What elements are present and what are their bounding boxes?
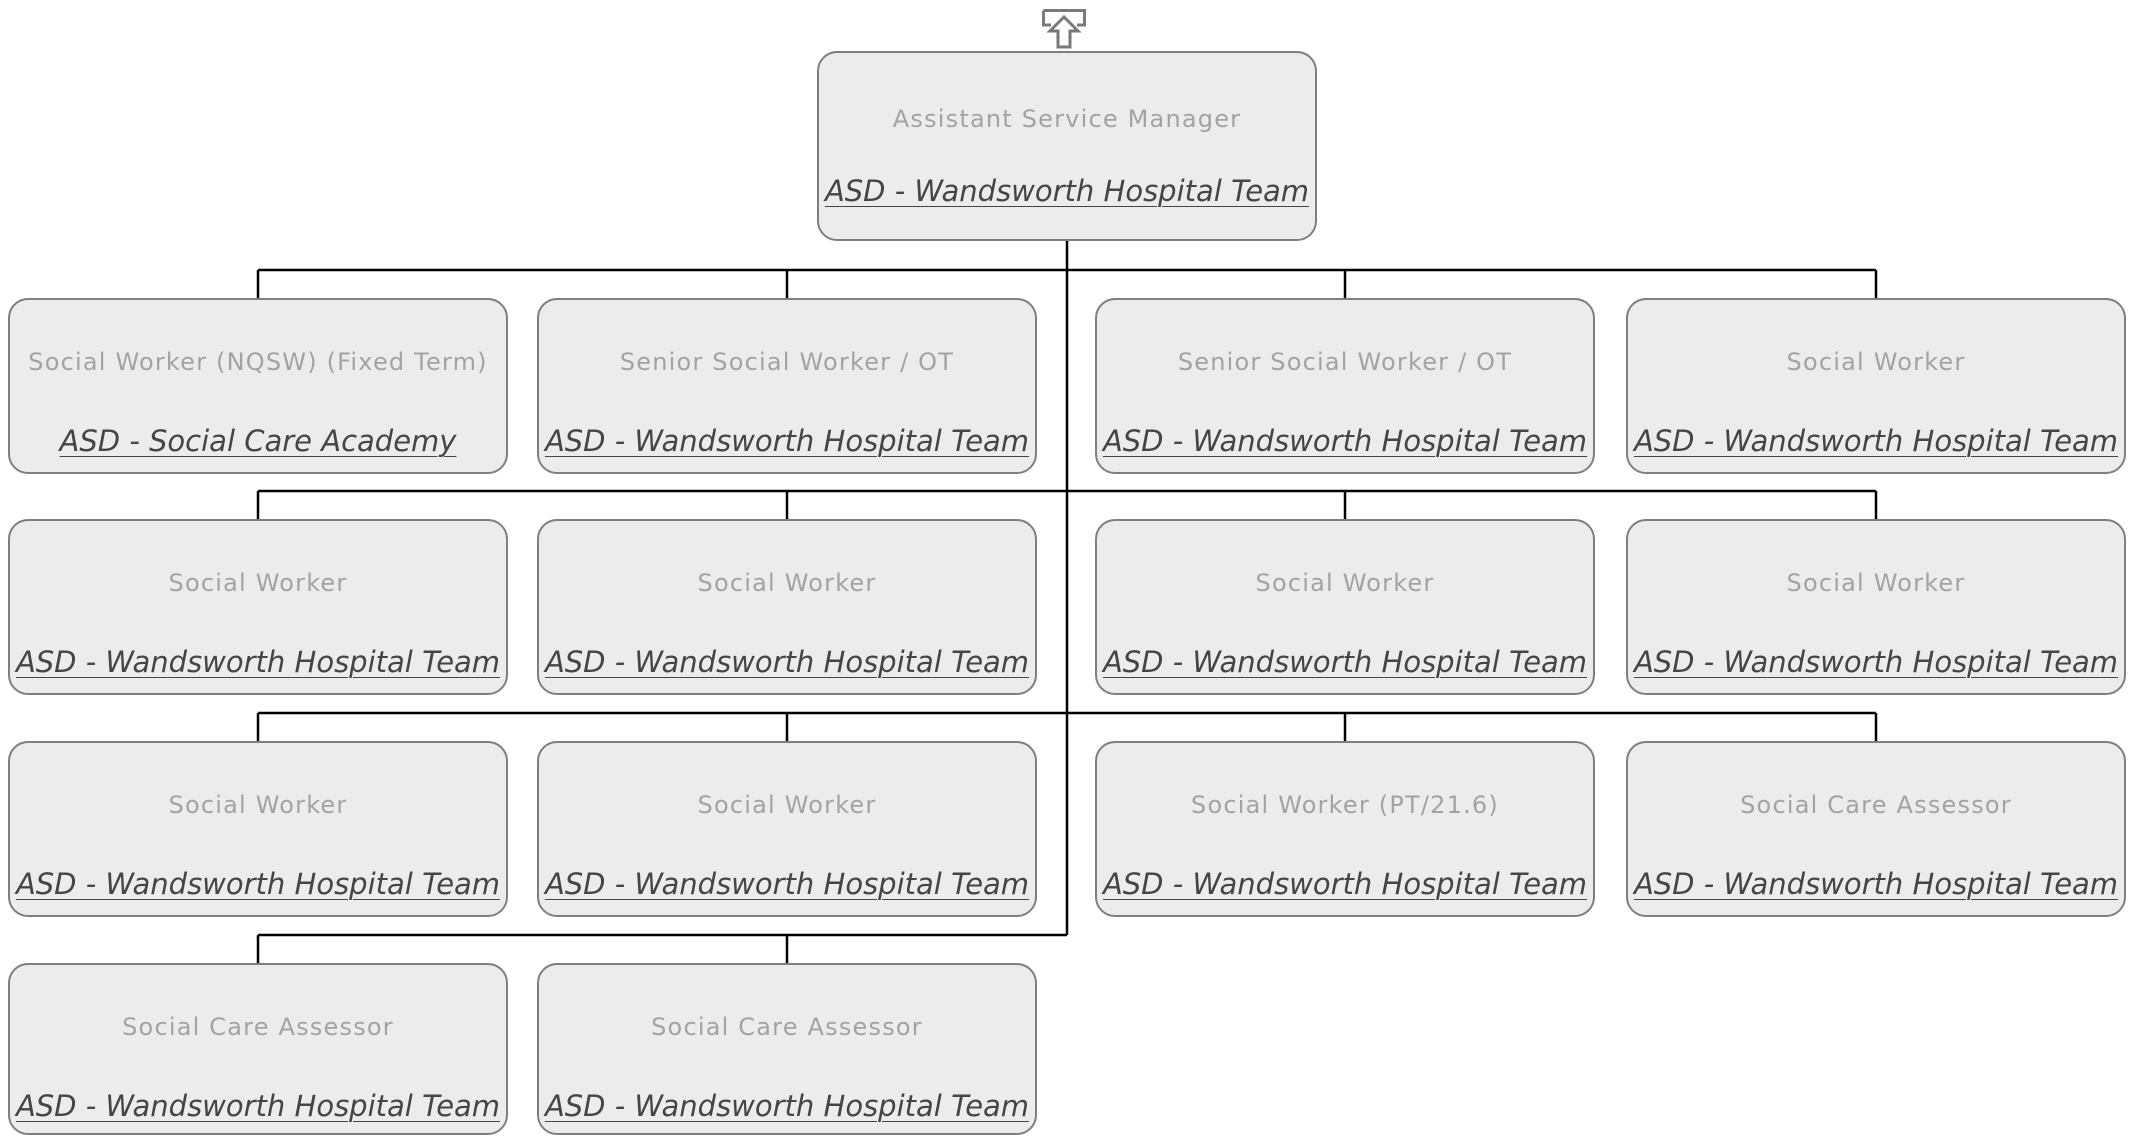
report-node[interactable]: Social Care Assessor ASD - Wandsworth Ho…	[537, 963, 1037, 1135]
node-title: Social Worker	[697, 791, 877, 819]
node-title: Social Care Assessor	[1740, 791, 2012, 819]
node-title: Assistant Service Manager	[892, 105, 1242, 133]
node-title: Social Worker	[168, 791, 348, 819]
report-node[interactable]: Social Care Assessor ASD - Wandsworth Ho…	[8, 963, 508, 1135]
node-title: Social Care Assessor	[651, 1013, 923, 1041]
node-department-link[interactable]: ASD - Wandsworth Hospital Team	[544, 1089, 1030, 1123]
node-department-link[interactable]: ASD - Wandsworth Hospital Team	[544, 645, 1030, 679]
report-node[interactable]: Social Care Assessor ASD - Wandsworth Ho…	[1626, 741, 2126, 917]
node-department-link[interactable]: ASD - Wandsworth Hospital Team	[824, 174, 1310, 208]
node-title: Social Worker	[168, 569, 348, 597]
node-title: Social Worker	[1786, 569, 1966, 597]
node-title: Social Worker	[697, 569, 877, 597]
node-department-link[interactable]: ASD - Wandsworth Hospital Team	[544, 424, 1030, 458]
report-node[interactable]: Social Worker ASD - Wandsworth Hospital …	[537, 519, 1037, 695]
node-department-link[interactable]: ASD - Wandsworth Hospital Team	[1633, 867, 2119, 901]
node-title: Social Worker (NQSW) (Fixed Term)	[28, 348, 488, 376]
report-node[interactable]: Social Worker (NQSW) (Fixed Term) ASD - …	[8, 298, 508, 474]
report-node[interactable]: Senior Social Worker / OT ASD - Wandswor…	[537, 298, 1037, 474]
node-department-link[interactable]: ASD - Wandsworth Hospital Team	[15, 867, 501, 901]
up-arrow-icon[interactable]	[1042, 9, 1086, 49]
report-node[interactable]: Senior Social Worker / OT ASD - Wandswor…	[1095, 298, 1595, 474]
report-node[interactable]: Social Worker ASD - Wandsworth Hospital …	[537, 741, 1037, 917]
node-title: Social Worker	[1255, 569, 1435, 597]
node-title: Social Worker	[1786, 348, 1966, 376]
node-department-link[interactable]: ASD - Wandsworth Hospital Team	[1633, 424, 2119, 458]
node-title: Senior Social Worker / OT	[619, 348, 955, 376]
node-department-link[interactable]: ASD - Wandsworth Hospital Team	[1102, 424, 1588, 458]
node-department-link[interactable]: ASD - Wandsworth Hospital Team	[1102, 645, 1588, 679]
node-department-link[interactable]: ASD - Wandsworth Hospital Team	[1633, 645, 2119, 679]
node-title: Social Care Assessor	[122, 1013, 394, 1041]
node-department-link[interactable]: ASD - Wandsworth Hospital Team	[15, 645, 501, 679]
node-department-link[interactable]: ASD - Wandsworth Hospital Team	[544, 867, 1030, 901]
report-node[interactable]: Social Worker (PT/21.6) ASD - Wandsworth…	[1095, 741, 1595, 917]
report-node[interactable]: Social Worker ASD - Wandsworth Hospital …	[8, 741, 508, 917]
node-title: Senior Social Worker / OT	[1177, 348, 1513, 376]
report-node[interactable]: Social Worker ASD - Wandsworth Hospital …	[1626, 298, 2126, 474]
report-node[interactable]: Social Worker ASD - Wandsworth Hospital …	[1095, 519, 1595, 695]
report-node[interactable]: Social Worker ASD - Wandsworth Hospital …	[1626, 519, 2126, 695]
node-department-link[interactable]: ASD - Wandsworth Hospital Team	[1102, 867, 1588, 901]
manager-node[interactable]: Assistant Service Manager ASD - Wandswor…	[817, 51, 1317, 241]
report-node[interactable]: Social Worker ASD - Wandsworth Hospital …	[8, 519, 508, 695]
node-department-link[interactable]: ASD - Social Care Academy	[59, 424, 457, 458]
node-department-link[interactable]: ASD - Wandsworth Hospital Team	[15, 1089, 501, 1123]
node-title: Social Worker (PT/21.6)	[1191, 791, 1499, 819]
